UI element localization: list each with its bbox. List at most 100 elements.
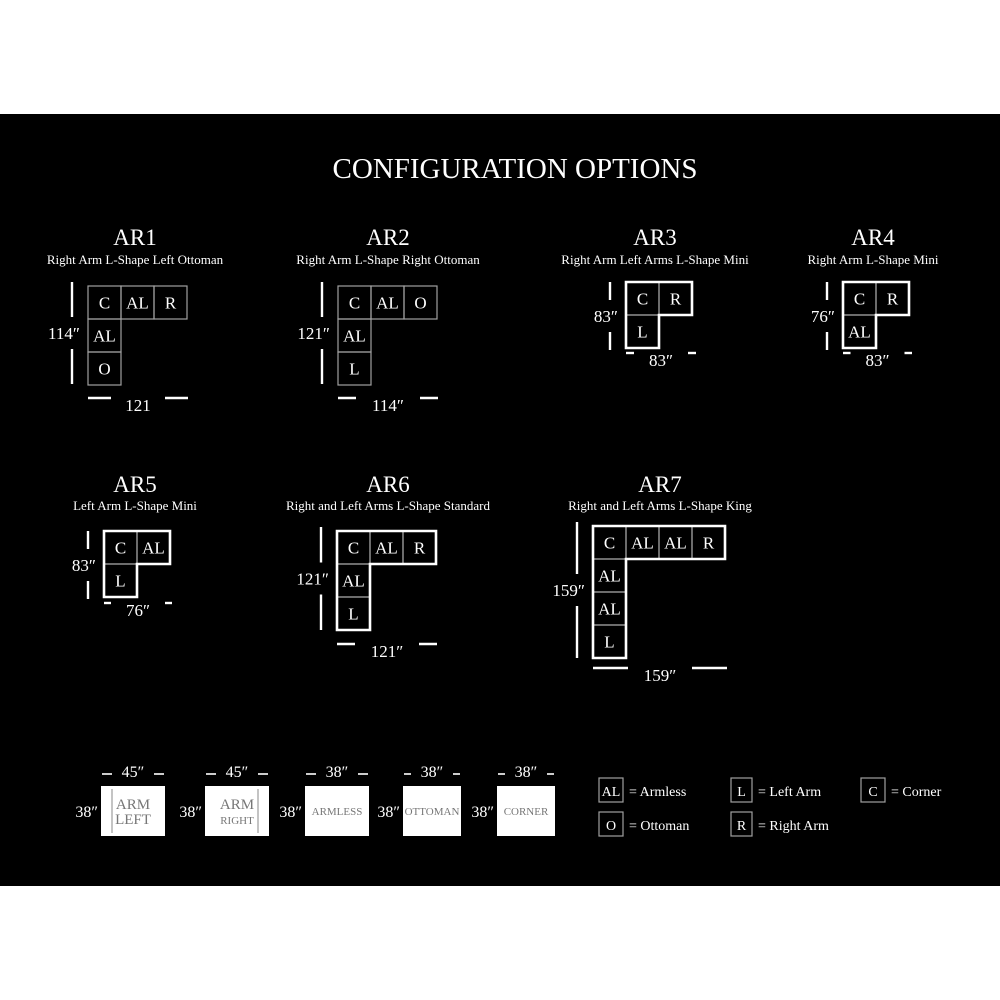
module-label: AL <box>93 327 116 346</box>
module-label: C <box>349 294 360 313</box>
page-title: CONFIGURATION OPTIONS <box>333 153 698 185</box>
module-cell <box>87 351 122 386</box>
legend-meaning: = Armless <box>629 785 686 800</box>
piece-swatch <box>305 786 369 836</box>
width-dimension-label: 45″ <box>226 764 249 781</box>
legend-item-al: AL = Armless <box>598 777 686 803</box>
module-label: AL <box>376 294 399 313</box>
width-dimension-label: 38″ <box>421 764 444 781</box>
legend-item-l: L = Left Arm <box>730 777 821 803</box>
depth-dimension-label: 38″ <box>279 804 302 821</box>
width-dimension-label: 45″ <box>122 764 145 781</box>
legend-meaning: = Left Arm <box>758 785 821 800</box>
module-label: C <box>115 539 126 558</box>
module-label: R <box>670 290 682 309</box>
legend-item-c: C = Corner <box>860 777 942 803</box>
configuration-code: AR1 <box>113 225 156 250</box>
module-label: O <box>98 360 110 379</box>
module-label: L <box>604 633 614 652</box>
configuration-code: AR3 <box>633 225 676 250</box>
width-dimension-label: 83″ <box>649 351 673 370</box>
configuration-code: AR4 <box>851 225 895 250</box>
width-dimension-label: 121″ <box>371 642 404 661</box>
width-dimension-label: 38″ <box>515 764 538 781</box>
module-label: L <box>637 323 647 342</box>
background-panel <box>0 114 1000 886</box>
width-dimension-label: 83″ <box>865 351 889 370</box>
height-dimension-label: 76″ <box>811 307 835 326</box>
legend-swatch <box>730 811 753 837</box>
piece-label: RIGHT <box>220 815 254 827</box>
module-label: AL <box>598 600 621 619</box>
module-label: AL <box>598 567 621 586</box>
legend-code: O <box>606 819 616 834</box>
module-label: AL <box>142 539 165 558</box>
legend-code: C <box>868 785 877 800</box>
module-label: O <box>414 294 426 313</box>
module-label: AL <box>664 534 687 553</box>
width-dimension-label: 159″ <box>644 666 677 685</box>
configuration-name: Right Arm L-Shape Mini <box>807 252 938 267</box>
module-cell <box>403 285 438 320</box>
configuration-name: Right and Left Arms L-Shape Standard <box>286 498 490 513</box>
legend-item-o: O= Ottoman <box>598 811 689 837</box>
legend-code: AL <box>602 785 621 800</box>
module-label: R <box>703 534 715 553</box>
configuration-name: Left Arm L-Shape Mini <box>73 498 197 513</box>
width-dimension-label: 121 <box>125 396 151 415</box>
height-dimension-label: 83″ <box>72 556 96 575</box>
height-dimension-label: 114″ <box>48 324 80 343</box>
module-label: AL <box>343 327 366 346</box>
legend-swatch <box>598 777 624 803</box>
width-dimension-label: 38″ <box>326 764 349 781</box>
width-dimension-label: 114″ <box>372 396 404 415</box>
depth-dimension-label: 38″ <box>75 804 98 821</box>
module-label: AL <box>631 534 654 553</box>
legend-swatch <box>730 777 753 803</box>
configuration-outline <box>335 529 438 632</box>
piece-armless: ARMLESS 38″ 38″ <box>279 764 369 836</box>
legend-swatch <box>860 777 886 803</box>
legend-code: L <box>737 785 746 800</box>
configuration-name: Right Arm L-Shape Right Ottoman <box>296 252 480 267</box>
module-label: L <box>349 360 359 379</box>
depth-dimension-label: 38″ <box>471 804 494 821</box>
configuration-outline <box>841 280 911 350</box>
configuration-outline <box>624 280 694 350</box>
piece-label: ARM <box>220 797 254 813</box>
piece-label: LEFT <box>115 812 151 828</box>
height-dimension-label: 121″ <box>296 570 329 589</box>
piece-label: ARMLESS <box>312 806 363 818</box>
configuration-name: Right and Left Arms L-Shape King <box>568 498 752 513</box>
legend-meaning: = Corner <box>891 785 942 800</box>
configuration-outline <box>591 524 727 660</box>
piece-label: OTTOMAN <box>405 806 460 818</box>
module-label: AL <box>126 294 149 313</box>
module-label: L <box>348 605 358 624</box>
configuration-name: Right Arm L-Shape Left Ottoman <box>47 252 224 267</box>
module-label: AL <box>375 539 398 558</box>
module-cell <box>153 285 188 320</box>
piece-label: CORNER <box>504 806 549 818</box>
legend-item-r: R= Right Arm <box>730 811 829 837</box>
module-cell <box>337 351 372 386</box>
configuration-outline <box>102 529 172 599</box>
configuration-name: Right Arm Left Arms L-Shape Mini <box>561 252 749 267</box>
height-dimension-label: 159″ <box>552 581 585 600</box>
configuration-code: AR6 <box>366 472 409 497</box>
module-label: C <box>348 539 359 558</box>
configuration-code: AR5 <box>113 472 156 497</box>
module-label: C <box>604 534 615 553</box>
configuration-code: AR2 <box>366 225 409 250</box>
piece-label: ARM <box>116 797 150 813</box>
piece-swatch <box>403 786 461 836</box>
module-label: R <box>887 290 899 309</box>
